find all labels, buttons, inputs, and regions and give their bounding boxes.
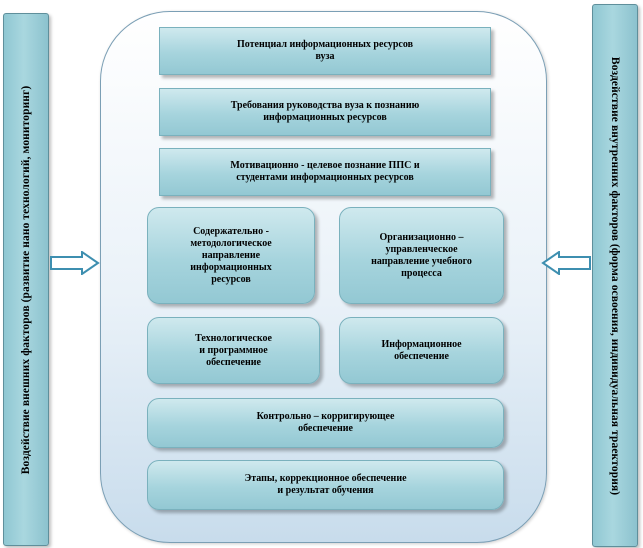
information-support-block: Информационное обеспечение xyxy=(339,317,504,384)
content-methodological-block: Содержательно - методологическое направл… xyxy=(147,207,315,304)
management-requirements-block: Требования руководства вуза к познанию и… xyxy=(159,88,491,136)
info-resources-potential-block: Потенциал информационных ресурсов вуза xyxy=(159,27,491,75)
technological-software-block: Технологическое и программное обеспечени… xyxy=(147,317,320,384)
internal-factors-bar: Воздействие внутренних факторов (форма о… xyxy=(592,4,638,547)
motivational-goal-block: Мотивационно - целевое познание ППС и ст… xyxy=(159,148,491,196)
internal-factors-label: Воздействие внутренних факторов (форма о… xyxy=(609,56,621,495)
external-factors-bar: Воздействие внешних факторов (развитие н… xyxy=(3,13,49,546)
stages-results-block: Этапы, коррекционное обеспечение и резул… xyxy=(147,460,504,510)
organizational-management-block: Организационно – управленческое направле… xyxy=(339,207,504,304)
control-corrective-block: Контрольно – корригирующее обеспечение xyxy=(147,398,504,448)
left-arrow-icon xyxy=(541,251,591,275)
right-arrow-icon xyxy=(50,251,100,275)
external-factors-label: Воздействие внешних факторов (развитие н… xyxy=(20,85,32,474)
